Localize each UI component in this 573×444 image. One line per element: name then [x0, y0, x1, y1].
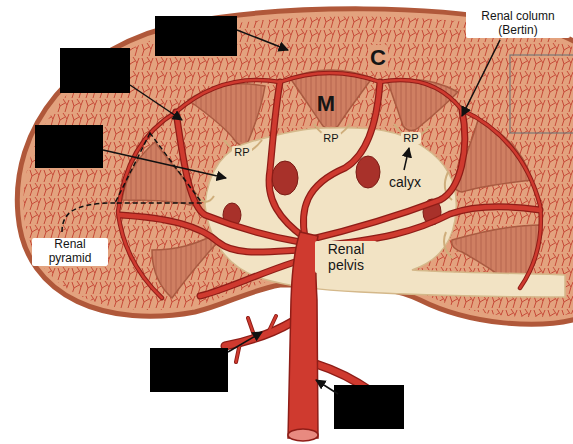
- pyramid: [152, 236, 216, 298]
- renal-artery: [288, 232, 318, 438]
- answer-box: [155, 16, 237, 56]
- arcuate-artery: [118, 112, 176, 298]
- arcuate-artery: [176, 73, 541, 288]
- answer-box: [334, 385, 404, 429]
- region-letter: C: [368, 45, 388, 70]
- callout-abbrev: RP: [401, 132, 420, 145]
- pyramid: [388, 80, 458, 131]
- pyramid-outline-dashed: [115, 133, 202, 203]
- interlobar-artery: [176, 112, 300, 242]
- part-label: Renal column (Bertin): [466, 10, 570, 38]
- pyramid: [290, 70, 372, 129]
- leader-arrow: [103, 150, 226, 178]
- leader-lines: [103, 30, 500, 394]
- segmental-artery: [236, 316, 276, 362]
- interlobar-artery: [120, 215, 300, 252]
- interlobar-artery: [303, 82, 380, 238]
- interlobar-artery: [120, 215, 300, 252]
- vein: [272, 161, 298, 195]
- vein: [356, 156, 380, 188]
- answer-box: [150, 348, 228, 392]
- region-letter: M: [315, 91, 337, 116]
- leader-arrow: [237, 30, 288, 50]
- part-label: calyx: [387, 174, 423, 190]
- pyramid-leader-dashed: [62, 203, 115, 232]
- striation: [152, 236, 215, 298]
- arteries-outline: [118, 73, 541, 392]
- striation: [388, 80, 458, 128]
- leader-arrow: [228, 332, 262, 352]
- callout-abbrev: RP: [321, 132, 340, 145]
- interlobar-artery: [269, 82, 305, 238]
- arteries: [118, 73, 541, 392]
- zoom-frame: [510, 55, 573, 133]
- renal-veins: [223, 156, 441, 227]
- calyx-cup: [444, 232, 452, 258]
- artery-lumen: [288, 429, 318, 441]
- leader-arrow: [130, 85, 182, 120]
- interlobar-artery: [303, 82, 380, 238]
- part-label: Renal pelvis: [315, 241, 377, 273]
- striation: [188, 84, 265, 142]
- leader-arrow: [404, 148, 409, 170]
- arcuate-artery: [118, 112, 176, 298]
- interlobar-artery: [269, 82, 305, 238]
- leader-arrow: [316, 380, 338, 394]
- arcuate-artery: [176, 73, 541, 288]
- interlobar-artery: [176, 112, 300, 242]
- callout-abbrev: RP: [232, 146, 251, 159]
- interlobar-artery: [200, 262, 295, 296]
- answer-box: [35, 125, 103, 168]
- interlobar-artery: [200, 262, 295, 296]
- part-label: Renal pyramid: [32, 238, 108, 266]
- hidden-answer-boxes: [35, 16, 404, 429]
- leader-arrow: [462, 40, 500, 116]
- answer-box: [60, 48, 130, 93]
